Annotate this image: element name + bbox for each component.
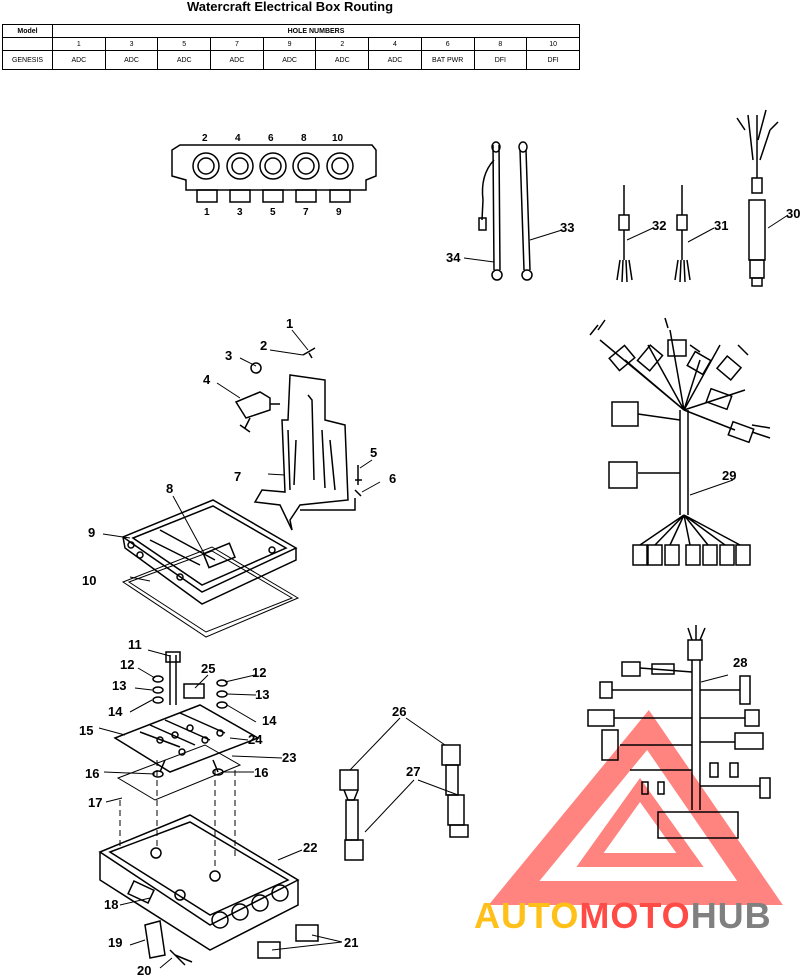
callout-32: 32 [652,218,666,233]
callout-15: 15 [79,723,93,738]
callout-34: 34 [446,250,461,265]
callout-7: 7 [234,469,241,484]
lead-32 [616,185,633,283]
hole-bracket [171,144,377,203]
callout-16: 16 [254,765,268,780]
callout-2: 2 [260,338,267,353]
routing-cell: ADC [368,50,422,70]
hole-label: 7 [303,207,309,218]
hole-label: 9 [336,207,342,218]
routing-cell: ADC [210,50,264,70]
callout-4: 4 [203,372,211,387]
callout-14: 14 [262,713,277,728]
callout-3: 3 [225,348,232,363]
watermark-part: MOTO [579,895,691,936]
mounting-bracket [234,347,362,531]
callout-33: 33 [560,220,574,235]
callout-22: 22 [303,840,317,855]
hole-routing-table: Model HOLE NUMBERS 1 3 5 7 9 2 4 6 8 10 … [2,24,580,70]
watermark-text: AUTOMOTOHUB [474,896,772,936]
callout-11: 11 [128,637,142,652]
hole-label: 4 [235,133,241,144]
callout-21: 21 [344,935,358,950]
box-cover [121,499,298,605]
harness-28 [587,625,771,839]
routing-cell: BAT PWR [420,50,475,70]
routing-cell: DFI [526,50,580,70]
hole-label: 6 [268,133,274,144]
callout-26: 26 [392,704,406,719]
watermark-part: AUTO [474,895,580,936]
hole-label: 3 [237,207,243,218]
lead-31 [674,185,691,283]
callout-12: 12 [252,665,266,680]
hole-label: 5 [270,207,276,218]
callout-31: 31 [714,218,728,233]
hole-labels: 2 4 6 8 10 1 3 5 7 9 [202,133,344,218]
callout-27: 27 [406,764,420,779]
box-gasket [121,546,300,638]
callout-23: 23 [282,750,296,765]
callout-1: 1 [286,316,293,331]
callout-28: 28 [733,655,747,670]
callout-25: 25 [201,661,215,676]
harness-29 [589,317,771,566]
cable-33 [518,141,533,281]
callout-9: 9 [88,525,95,540]
callout-17: 17 [88,795,102,810]
callout-20: 20 [137,963,151,978]
callout-18: 18 [104,897,118,912]
harness-30 [736,109,779,287]
watermark-part: HUB [690,895,772,936]
callout-24: 24 [248,732,263,747]
circuit-board [113,651,260,801]
callout-5: 5 [370,445,377,460]
callout-6: 6 [389,471,396,486]
callout-12: 12 [120,657,134,672]
callout-19: 19 [108,935,122,950]
hole-label: 1 [204,207,210,218]
cable-34 [478,141,503,281]
callout-13: 13 [255,687,269,702]
callout-10: 10 [82,573,96,588]
electrical-box-base [98,760,319,966]
model-name-cell: GENESIS [2,50,53,70]
jumper-wires [339,744,469,861]
hole-label: 8 [301,133,307,144]
callout-16: 16 [85,766,99,781]
routing-cell: ADC [52,50,106,70]
diagram-title: Watercraft Electrical Box Routing [186,0,394,14]
callout-29: 29 [722,468,736,483]
callout-14: 14 [108,704,123,719]
leader-lines [98,214,789,969]
routing-cell: ADC [157,50,212,70]
callout-30: 30 [786,206,800,221]
callout-8: 8 [166,481,173,496]
part-callouts: 1 2 3 4 5 6 7 8 9 10 11 12 12 13 13 14 1… [79,206,800,978]
hole-label: 10 [332,133,344,144]
callout-13: 13 [112,678,126,693]
hole-label: 2 [202,133,208,144]
